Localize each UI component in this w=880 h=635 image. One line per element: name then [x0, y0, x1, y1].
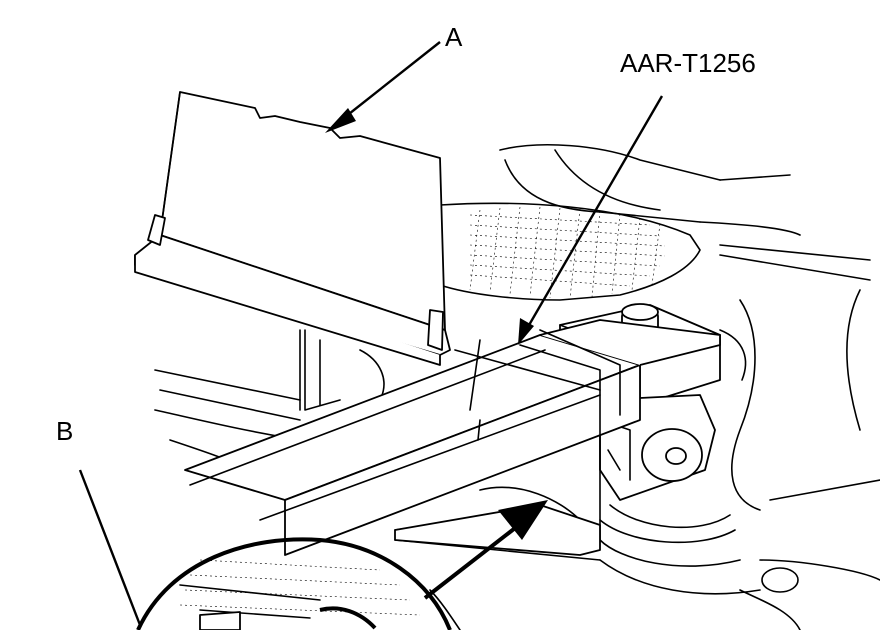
spacer-bar-tool: [184, 319, 721, 556]
arrow-head-tool-icon: [518, 318, 534, 345]
detail-magnifier-b: [136, 537, 461, 631]
arrow-head-a-icon: [325, 108, 356, 133]
jig-card-a: [134, 91, 451, 411]
callout-tool-label: AAR-T1256: [620, 48, 756, 78]
spacer-plate: [394, 504, 601, 556]
upper-mount-plate: [439, 202, 701, 301]
direction-arrow: [423, 500, 548, 600]
arrow-head-direction-icon: [498, 500, 548, 540]
leader-line-tool: [518, 95, 664, 345]
strut-tower-housing: [499, 144, 880, 631]
leader-line-a: [325, 41, 441, 133]
callout-a-label: A: [445, 22, 463, 52]
callout-b-label: B: [56, 416, 74, 446]
leader-line-b: [78, 469, 142, 626]
